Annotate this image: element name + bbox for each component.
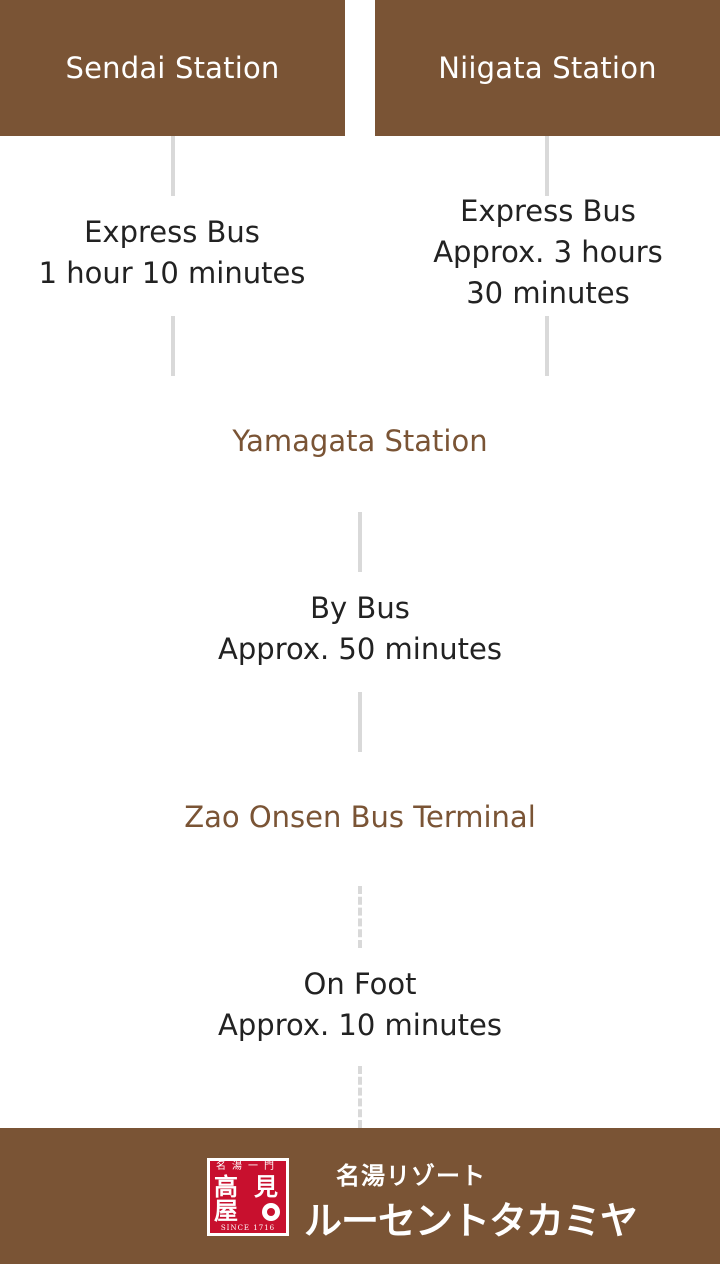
connector-line <box>545 316 549 376</box>
connector-line <box>358 692 362 752</box>
route-duration: 1 hour 10 minutes <box>38 256 306 290</box>
seal-char: 屋 <box>214 1196 238 1225</box>
destination-footer: 名湯一門 高 見 屋 SINCE 1716 名湯リゾート ルーセントタカミヤ <box>0 1128 720 1264</box>
route-mode: On Foot <box>303 967 417 1001</box>
route-sendai-info: Express Bus 1 hour 10 minutes <box>22 212 322 294</box>
route-mode: Express Bus <box>84 215 260 249</box>
route-duration: Approx. 3 hours <box>433 235 663 269</box>
connector-dashed-line <box>358 886 362 948</box>
seal-char: 高 <box>214 1172 238 1201</box>
route-duration: 30 minutes <box>466 276 630 310</box>
brand-subtitle: 名湯リゾート <box>336 1161 486 1190</box>
origin-sendai-label: Sendai Station <box>65 51 280 85</box>
origin-niigata-station: Niigata Station <box>375 0 720 136</box>
connector-dashed-line <box>358 1066 362 1128</box>
brand-name: ルーセントタカミヤ <box>304 1199 638 1243</box>
seal-characters: 高 見 屋 <box>214 1175 282 1223</box>
origin-sendai-station: Sendai Station <box>0 0 345 136</box>
connector-line <box>171 316 175 376</box>
stop-zao-onsen-bus-terminal: Zao Onsen Bus Terminal <box>184 800 536 834</box>
seal-top-text: 名湯一門 <box>216 1161 280 1172</box>
seal-char: 見 <box>254 1172 278 1201</box>
stop-yamagata-station: Yamagata Station <box>232 424 488 458</box>
route-niigata-info: Express Bus Approx. 3 hours 30 minutes <box>398 191 698 314</box>
connector-line <box>358 512 362 572</box>
connector-line <box>171 136 175 196</box>
connector-line <box>545 136 549 196</box>
origin-niigata-label: Niigata Station <box>438 51 657 85</box>
seal-since-text: SINCE 1716 <box>220 1224 276 1232</box>
family-crest-icon <box>262 1203 280 1221</box>
route-duration: Approx. 10 minutes <box>218 1008 502 1042</box>
seal-background: 名湯一門 高 見 屋 SINCE 1716 <box>210 1161 286 1233</box>
route-mode: Express Bus <box>460 194 636 228</box>
route-foot-info: On Foot Approx. 10 minutes <box>160 964 560 1046</box>
route-mode: By Bus <box>310 591 410 625</box>
takamiya-seal-logo: 名湯一門 高 見 屋 SINCE 1716 <box>207 1158 289 1236</box>
route-duration: Approx. 50 minutes <box>218 632 502 666</box>
route-bus-info: By Bus Approx. 50 minutes <box>160 588 560 670</box>
